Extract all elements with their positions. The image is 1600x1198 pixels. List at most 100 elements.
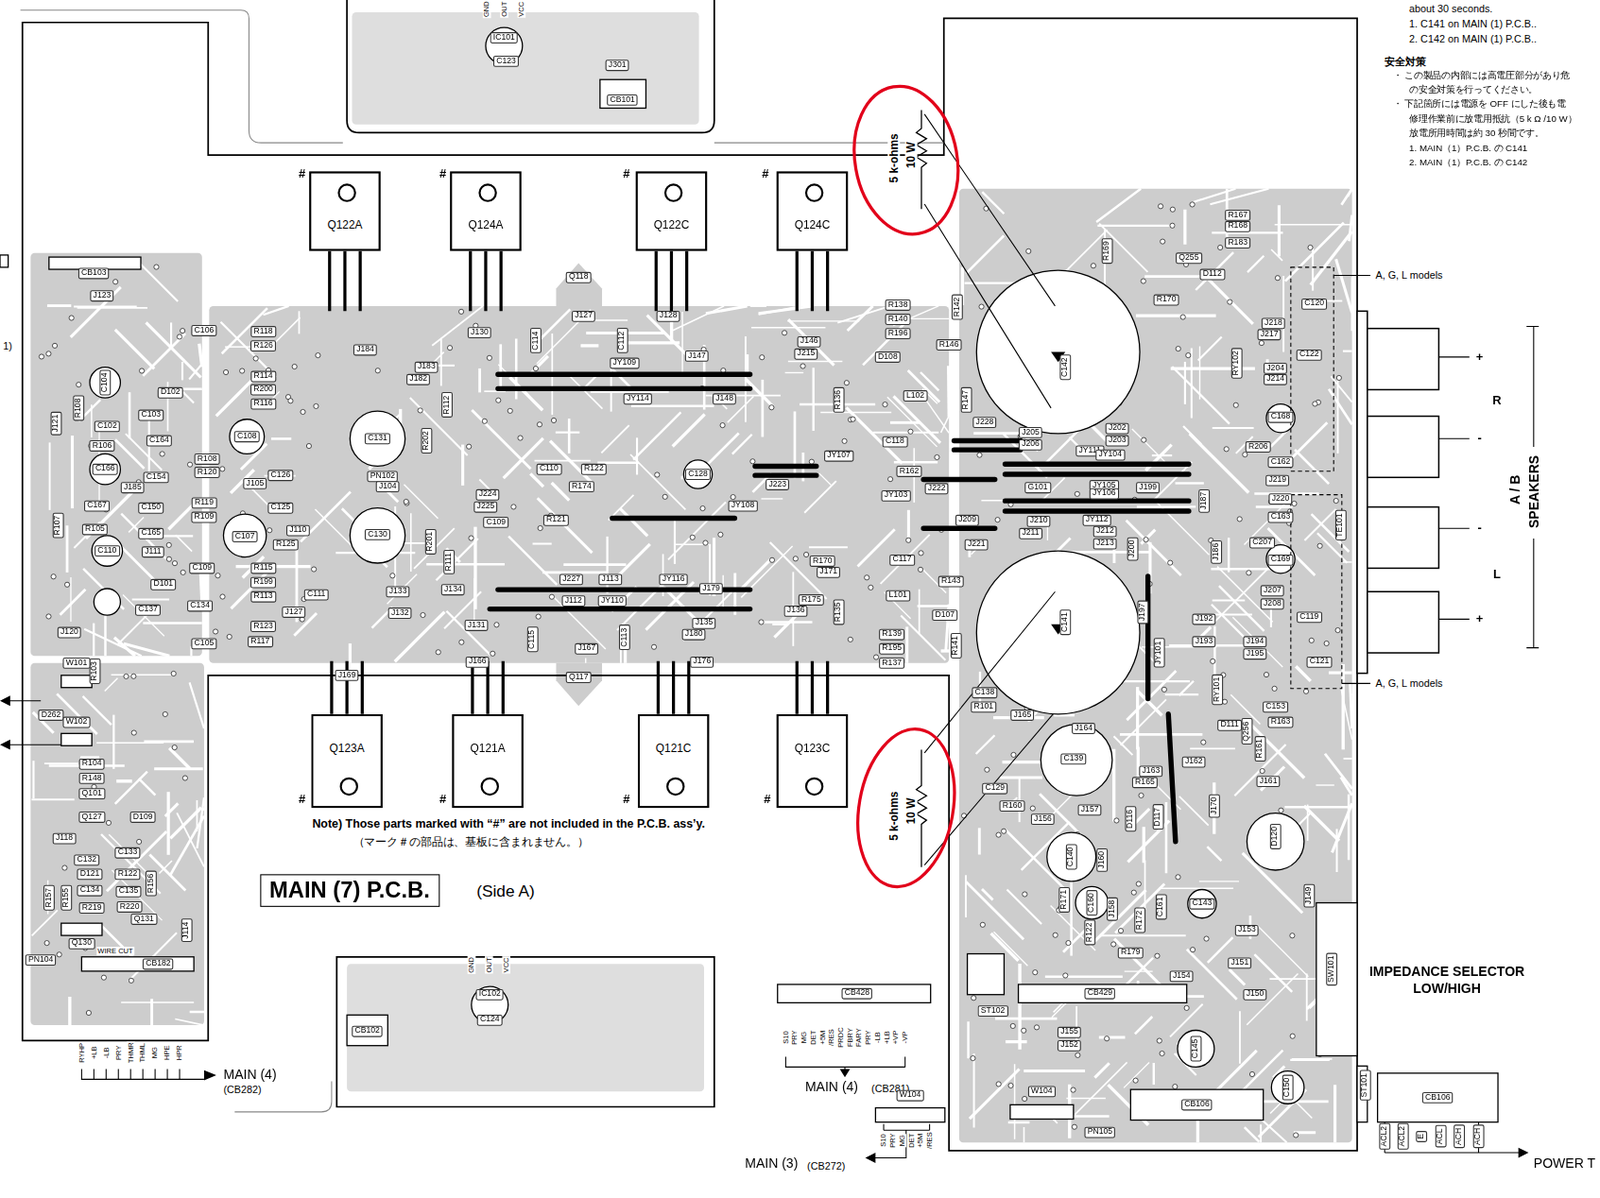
- part-label: J123: [89, 290, 114, 302]
- trace-line: [1342, 350, 1353, 353]
- pcb-graphic: [223, 514, 266, 557]
- trace-line: [112, 715, 115, 770]
- mounting-hole: [337, 183, 356, 202]
- pcb-graphic: [61, 923, 103, 936]
- trace-line: [509, 377, 543, 411]
- part-label: J183: [414, 361, 439, 374]
- part-label: J127: [281, 606, 306, 619]
- arrow-head: [0, 695, 1529, 1164]
- part-label: R220: [117, 901, 143, 913]
- annotation-text: #: [621, 792, 631, 807]
- solder-pad: [1021, 1028, 1027, 1033]
- part-label: JY112: [1083, 515, 1112, 527]
- trace-line: [120, 1001, 194, 1003]
- pcb-graphic: [1271, 1071, 1305, 1105]
- trace-line: [804, 481, 837, 514]
- part-label: J151: [1227, 957, 1252, 969]
- part-label: C145: [1190, 1035, 1203, 1062]
- connector-body: [0, 79, 1498, 1122]
- solder-pad: [1189, 947, 1195, 953]
- trace-line: [1120, 699, 1167, 745]
- pcb-graphic: [1367, 507, 1440, 569]
- solder-pad: [1133, 1078, 1138, 1084]
- annotation-text: #: [438, 792, 448, 807]
- solder-pad: [306, 443, 311, 448]
- part-label: J224: [475, 489, 499, 501]
- trace-line: [1209, 189, 1269, 205]
- trace-line: [1290, 1059, 1330, 1062]
- part-label: C134: [76, 885, 103, 897]
- mounting-hole: [664, 183, 683, 202]
- solder-pad: [887, 477, 893, 482]
- pcb-graphic: [1290, 267, 1334, 472]
- trace-line: [128, 392, 132, 439]
- solder-pad: [1218, 244, 1223, 250]
- trace-line: [182, 392, 194, 404]
- pcb-graphic: [93, 588, 121, 616]
- part-label: J114: [181, 918, 193, 943]
- part-label: J133: [385, 585, 410, 598]
- trace-line: [1212, 600, 1246, 603]
- solder-pad: [458, 309, 464, 314]
- trace-line: [117, 611, 152, 646]
- trace-line: [1006, 889, 1042, 925]
- part-label: RY102: [1231, 347, 1243, 379]
- solder-pad: [1001, 828, 1007, 834]
- solder-pad: [180, 569, 186, 575]
- part-label: D116: [1125, 807, 1137, 832]
- trace-line: [965, 235, 1004, 274]
- part-label: J167: [574, 643, 599, 655]
- solder-pad: [299, 617, 305, 622]
- part-label: R116: [250, 398, 276, 411]
- part-label: CB106: [1422, 1092, 1454, 1104]
- part-label: R126: [250, 340, 276, 352]
- trace-line: [196, 800, 199, 832]
- pcb-graphic: [329, 251, 828, 312]
- part-label: C154: [143, 471, 170, 483]
- solder-pad: [1111, 942, 1117, 947]
- solder-pad: [1290, 1033, 1295, 1039]
- pcb-graphic: [555, 263, 603, 307]
- solder-pad: [908, 429, 913, 434]
- annotation-text: WIRE CUT: [96, 946, 135, 955]
- diode-symbol: [1050, 352, 1066, 636]
- annotation-text: SPEAKERS: [1527, 454, 1542, 530]
- solder-pad: [651, 644, 656, 650]
- solder-pad: [995, 517, 1000, 523]
- part-label: IC101: [490, 32, 519, 44]
- part-label: J176: [689, 656, 714, 669]
- trace-line: [668, 501, 726, 560]
- solder-pad: [1168, 560, 1173, 566]
- solder-pad: [105, 820, 111, 826]
- part-label: Q101: [78, 788, 105, 800]
- trace-line: [1304, 806, 1340, 842]
- part-label: R136: [833, 387, 845, 413]
- part-label: JY110: [598, 595, 627, 607]
- part-label: R121: [543, 515, 569, 527]
- trace-line: [705, 306, 748, 314]
- trace-line: [1045, 976, 1123, 979]
- part-label: J218: [1261, 317, 1286, 329]
- part-label: PRY: [864, 1029, 873, 1047]
- trace-line: [567, 374, 603, 410]
- solder-pad: [1278, 808, 1284, 813]
- solder-pad: [459, 639, 465, 645]
- part-label: J165: [1010, 709, 1034, 722]
- annotation-text: #: [297, 168, 307, 182]
- part-label: -LB: [873, 1031, 881, 1045]
- solder-pad: [517, 435, 523, 441]
- annotation-text: #: [621, 168, 631, 182]
- solder-pad: [1135, 881, 1141, 887]
- part-label: Q130: [68, 938, 96, 950]
- trace-line: [47, 304, 71, 308]
- part-label: C109: [482, 516, 509, 529]
- trace-line: [1134, 808, 1150, 825]
- trace-line: [1135, 1016, 1153, 1034]
- solder-pad: [176, 334, 182, 340]
- solder-pad: [533, 366, 538, 372]
- part-label: D108: [875, 351, 901, 363]
- part-label: J204: [1263, 362, 1288, 375]
- pcb-graphic: [349, 411, 405, 466]
